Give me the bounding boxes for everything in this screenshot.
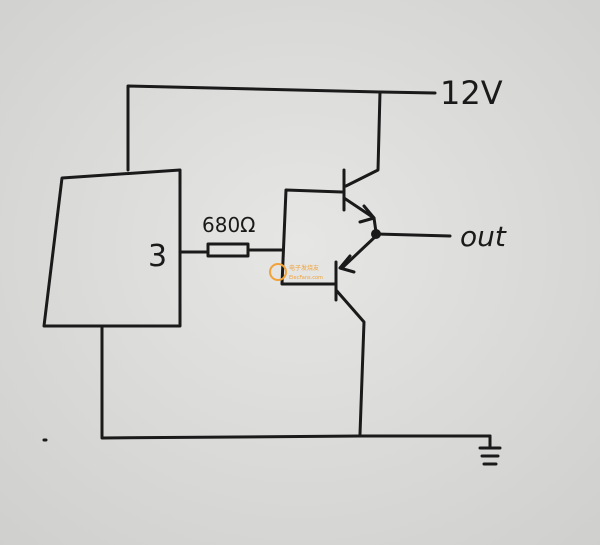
resistor-label: 680Ω <box>202 213 255 237</box>
ground-symbol <box>478 446 502 466</box>
pnp-arrow <box>338 254 356 274</box>
output-label: out <box>460 220 507 253</box>
supply-rail <box>126 84 437 172</box>
pnp-emitter <box>340 234 378 270</box>
watermark-line-2: ElecFans.com <box>289 275 323 281</box>
npn-arrow <box>358 204 376 224</box>
watermark-logo-icon <box>269 263 287 281</box>
watermark: 电子发烧友 ElecFans.com <box>269 263 323 281</box>
chip-pin-label: 3 <box>148 239 167 274</box>
base-loop <box>280 188 344 286</box>
watermark-line-1: 电子发烧友 <box>289 264 319 272</box>
pnp-collector-wire <box>334 288 366 436</box>
output-wire <box>374 232 452 238</box>
npn-collector-wire <box>344 90 382 188</box>
supply-label: 12V <box>440 74 503 112</box>
ground-rail <box>100 324 492 440</box>
chip-block <box>42 168 182 328</box>
